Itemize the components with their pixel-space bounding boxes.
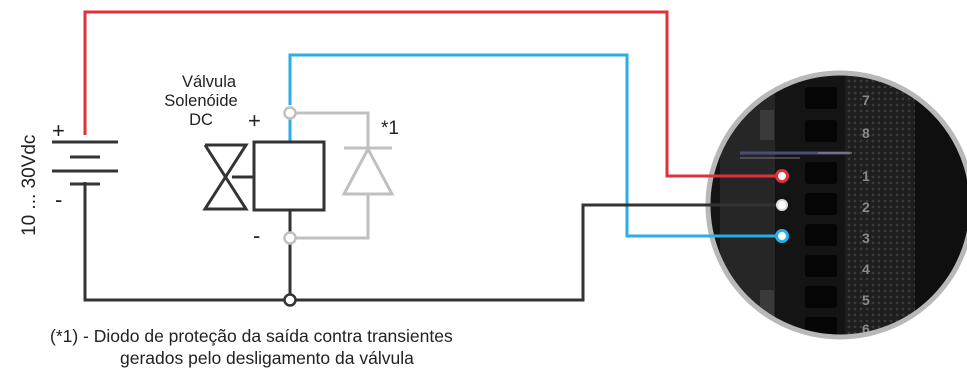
terminal-number-6: 6 xyxy=(862,321,870,337)
valve-label-line2: Solenóide xyxy=(164,92,237,110)
positive-wire xyxy=(83,10,782,178)
terminal-number-4: 4 xyxy=(862,261,870,277)
ground-junction xyxy=(283,293,297,307)
terminal-number-3: 3 xyxy=(862,230,870,246)
footnote-line-1: (*1) - Diodo de proteção da saída contra… xyxy=(50,326,453,346)
footnote-line-2: gerados pelo desligamento da válvula xyxy=(120,348,414,368)
terminal-2-dot xyxy=(776,199,788,211)
terminal-number-1: 1 xyxy=(862,168,870,184)
valve-label-line3: DC xyxy=(189,111,213,129)
terminal-number-5: 5 xyxy=(862,292,870,308)
supply-voltage-label: 10 ... 30Vdc xyxy=(19,135,40,236)
protection-diode xyxy=(290,111,395,240)
valve-label-line1: Válvula xyxy=(182,73,237,91)
terminal-3-dot xyxy=(775,229,789,243)
terminal-number-7: 7 xyxy=(862,92,870,108)
terminal-number-2: 2 xyxy=(862,199,870,215)
common-wire xyxy=(83,182,782,302)
coil-top-terminal xyxy=(283,106,297,120)
coil-minus-label: - xyxy=(253,223,260,248)
terminal-1-dot xyxy=(775,169,789,183)
solenoid-coil xyxy=(252,140,326,212)
battery-minus-label: - xyxy=(55,187,62,212)
terminal-number-8: 8 xyxy=(862,125,870,141)
valve-symbol xyxy=(202,143,254,211)
footnote: (*1) - Diodo de proteção da saída contra… xyxy=(50,325,453,369)
diode-reference-label: *1 xyxy=(381,118,399,139)
coil-plus-label: + xyxy=(248,108,261,133)
signal-wire xyxy=(288,53,782,238)
coil-bottom-terminal xyxy=(283,231,297,245)
battery-plus-label: + xyxy=(52,118,65,143)
battery-symbol xyxy=(52,140,118,186)
